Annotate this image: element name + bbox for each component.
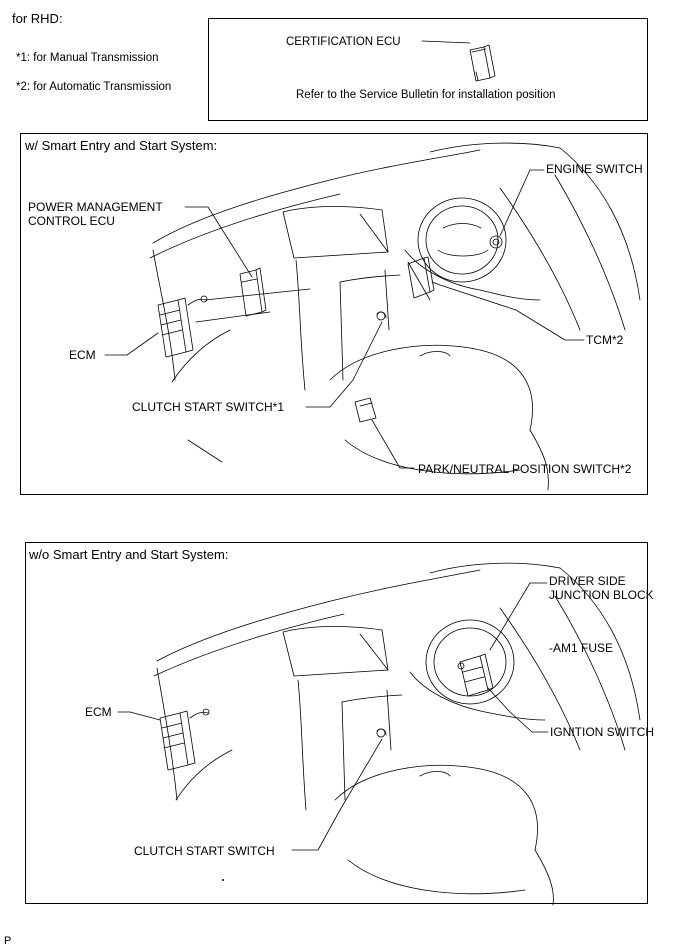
park-neutral-switch-icon: [354, 397, 415, 469]
ignition-switch-icon: [487, 687, 549, 733]
clutch-switch-icon: [305, 311, 387, 408]
footer-code: P: [4, 935, 12, 947]
power-management-ecu-label-2: CONTROL ECU: [28, 214, 115, 228]
junction-block-icon: [457, 582, 548, 697]
tcm-label: TCM*2: [586, 333, 624, 347]
am1-fuse-label: -AM1 FUSE: [549, 641, 614, 655]
ecm-icon: [104, 295, 208, 358]
panel-smart-entry-title: w/ Smart Entry and Start System:: [25, 138, 218, 153]
region-label: for RHD:: [12, 11, 63, 26]
driver-junction-block-label-2: JUNCTION BLOCK: [549, 588, 654, 602]
power-management-ecu-icon: [184, 206, 267, 317]
tcm-icon: [407, 256, 585, 341]
panel-no-smart-entry: [25, 542, 648, 904]
certification-ecu-box: [208, 18, 648, 121]
ecm-label-2: ECM: [85, 705, 112, 719]
note-manual-transmission: *1: for Manual Transmission: [16, 52, 159, 64]
clutch-start-switch-label-2: CLUTCH START SWITCH: [134, 844, 275, 858]
power-management-ecu-label-1: POWER MANAGEMENT: [28, 200, 163, 214]
panel1-dashboard: [149, 142, 641, 491]
panel2-dashboard: [153, 562, 641, 906]
clutch-switch-icon-2: [291, 728, 387, 851]
certification-ecu-icon: [421, 40, 496, 82]
engine-switch-label: ENGINE SWITCH: [546, 162, 643, 176]
ecm-icon-2: [117, 708, 210, 771]
engine-switch-icon: [489, 169, 545, 249]
panel-no-smart-entry-title: w/o Smart Entry and Start System:: [29, 547, 229, 562]
park-neutral-switch-label: PARK/NEUTRAL POSITION SWITCH*2: [418, 462, 632, 476]
certification-ecu-label: CERTIFICATION ECU: [286, 36, 401, 48]
certification-ecu-note: Refer to the Service Bulletin for instal…: [296, 89, 556, 101]
ignition-switch-label: IGNITION SWITCH: [550, 725, 654, 739]
clutch-start-switch-label: CLUTCH START SWITCH*1: [132, 400, 285, 414]
panel-smart-entry: [20, 133, 648, 495]
note-automatic-transmission: *2: for Automatic Transmission: [16, 81, 172, 93]
driver-junction-block-label-1: DRIVER SIDE: [549, 574, 626, 588]
ecm-label: ECM: [69, 348, 96, 362]
